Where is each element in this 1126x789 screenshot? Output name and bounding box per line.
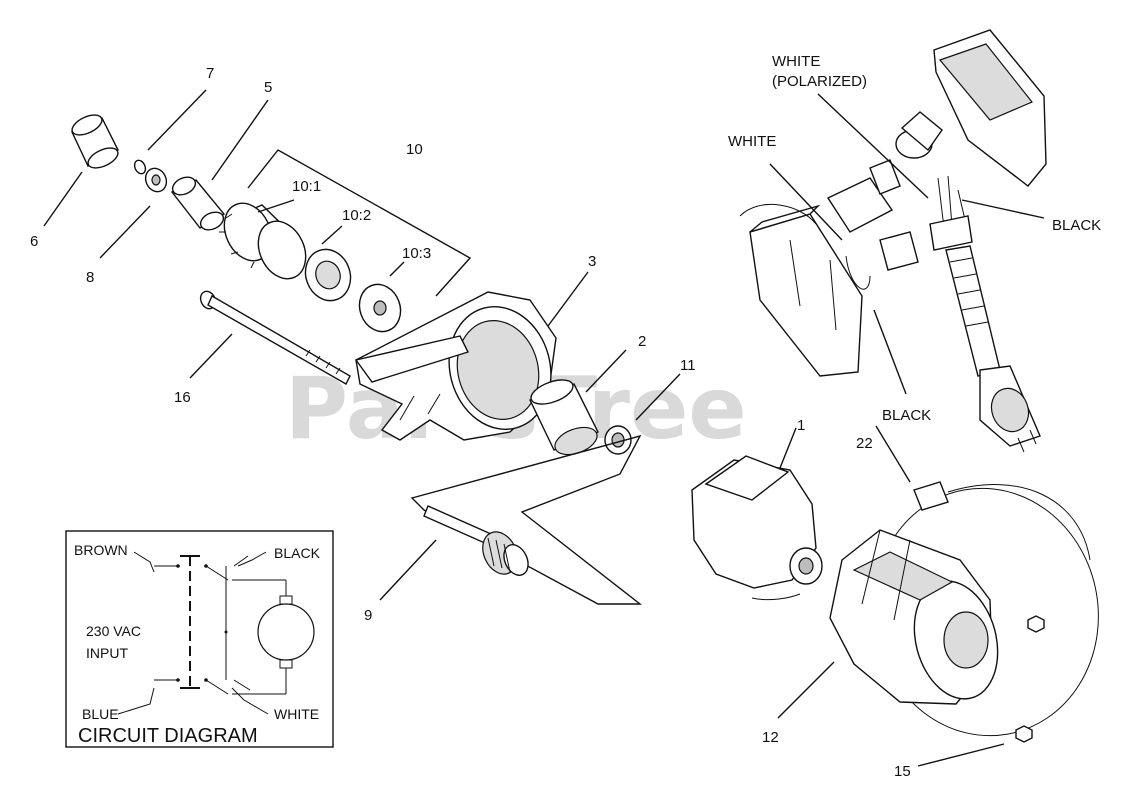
part-3-gear-housing[interactable] <box>354 291 564 441</box>
part-22-connector[interactable] <box>913 481 1091 561</box>
callout-1: 1 <box>797 417 805 434</box>
part-1-end-cap[interactable] <box>691 455 823 601</box>
cd-label-voltage: 230 VAC <box>86 623 141 639</box>
callout-16: 16 <box>174 389 191 406</box>
label-white-polarized-1: WHITE <box>772 53 820 70</box>
part-7-retaining-ring[interactable] <box>133 159 148 176</box>
part-10-2-washer[interactable] <box>298 243 357 307</box>
cord-cover[interactable] <box>895 29 1047 187</box>
callout-10-3: 10:3 <box>402 245 431 262</box>
label-white: WHITE <box>728 133 776 150</box>
part-6-sleeve[interactable] <box>69 111 121 172</box>
callout-5: 5 <box>264 79 272 96</box>
callout-10-2: 10:2 <box>342 207 371 224</box>
label-black-switch: BLACK <box>882 407 931 424</box>
callout-10: 10 <box>406 141 423 158</box>
callout-9: 9 <box>364 607 372 624</box>
label-white-polarized-2: (POLARIZED) <box>772 73 867 90</box>
callout-22: 22 <box>856 435 873 452</box>
cd-label-white: WHITE <box>274 706 319 722</box>
circuit-diagram: BROWN BLACK 230 VAC INPUT BLUE WHITE CIR… <box>65 530 334 748</box>
callout-12: 12 <box>762 729 779 746</box>
cd-label-input: INPUT <box>86 645 128 661</box>
callout-15: 15 <box>894 763 911 780</box>
callout-2: 2 <box>638 333 646 350</box>
callouts: 1 2 3 5 6 7 8 9 10 10:1 10:2 10:3 11 12 … <box>30 65 911 780</box>
leader-lines <box>43 89 1045 767</box>
power-cord-plug[interactable] <box>929 175 1041 453</box>
part-9-shaft[interactable] <box>410 434 643 605</box>
part-10-3-washer[interactable] <box>353 279 407 338</box>
callout-11: 11 <box>680 357 696 374</box>
circuit-schematic <box>117 551 315 715</box>
callout-6: 6 <box>30 233 38 250</box>
label-black-plug: BLACK <box>1052 217 1101 234</box>
part-2-sleeve[interactable] <box>528 375 601 460</box>
wire-labels: WHITE (POLARIZED) WHITE BLACK BLACK <box>728 53 1101 424</box>
part-5-sleeve[interactable] <box>170 174 227 234</box>
circuit-diagram-title: CIRCUIT DIAGRAM <box>78 725 258 747</box>
part-8-bearing[interactable] <box>142 165 170 195</box>
part-10-1-gear[interactable] <box>215 196 314 287</box>
cd-label-blue: BLUE <box>82 706 119 722</box>
switch-assembly[interactable] <box>739 159 919 377</box>
callout-3: 3 <box>588 253 596 270</box>
cd-label-black: BLACK <box>274 545 321 561</box>
part-16-bolt[interactable] <box>198 289 351 385</box>
callout-8: 8 <box>86 269 94 286</box>
callout-10-1: 10:1 <box>292 178 321 195</box>
cd-label-brown: BROWN <box>74 542 128 558</box>
callout-7: 7 <box>206 65 214 82</box>
part-15-nut[interactable] <box>1015 615 1045 743</box>
callout-10-bracket <box>247 149 472 297</box>
part-12-motor[interactable] <box>829 470 1118 753</box>
